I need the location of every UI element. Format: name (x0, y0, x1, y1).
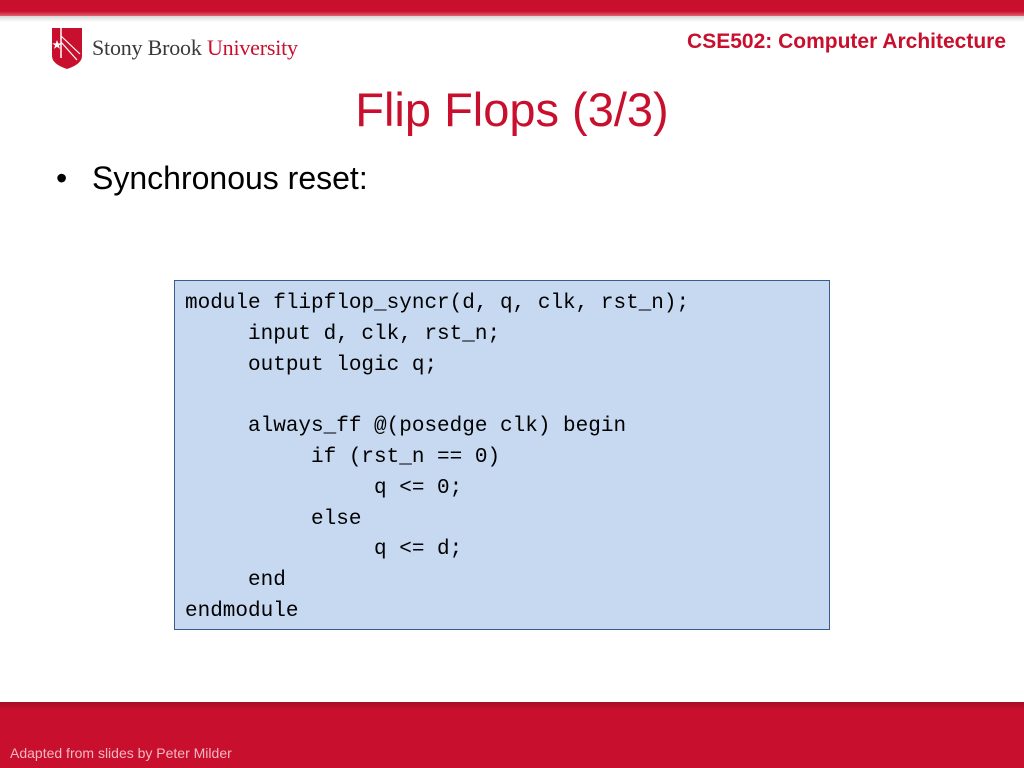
bullet-symbol: • (56, 160, 68, 196)
logo-wordmark-primary: Stony Brook (92, 35, 202, 60)
university-logo: Stony Brook University (50, 26, 298, 70)
footer-bar (0, 702, 1024, 768)
code-text: module flipflop_syncr(d, q, clk, rst_n);… (185, 292, 690, 623)
bullet-text: Synchronous reset: (92, 160, 368, 196)
footer-bar-shade (0, 702, 1024, 710)
top-banner-strip (0, 0, 1024, 16)
shield-star-icon (52, 28, 82, 69)
course-title: CSE502: Computer Architecture (687, 30, 1006, 53)
code-block: module flipflop_syncr(d, q, clk, rst_n);… (174, 280, 830, 630)
slide-title: Flip Flops (3/3) (355, 83, 669, 136)
logo-wordmark-secondary: University (206, 35, 298, 60)
logo-wordmark: Stony Brook University (92, 35, 298, 61)
top-banner-shadow (0, 16, 1024, 22)
footer-credit: Adapted from slides by Peter Milder (10, 745, 232, 761)
bullet-item: • Synchronous reset: (56, 160, 368, 197)
